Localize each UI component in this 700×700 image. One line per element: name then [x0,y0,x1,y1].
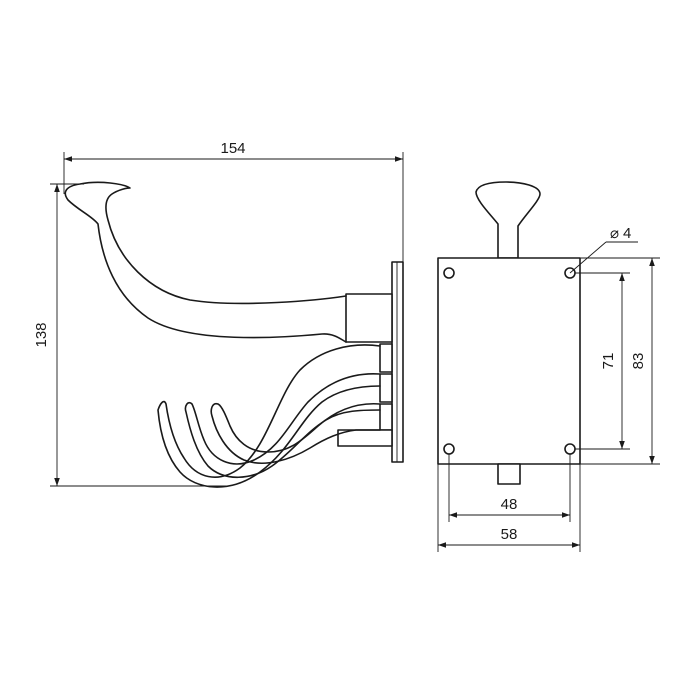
swing-hook-inner [210,402,381,464]
diameter-symbol: ⌀ [610,225,619,242]
dim-label-d4: 4 [623,225,631,242]
swing-hook-outer [157,344,381,488]
dim-label-83: 83 [630,353,647,370]
dim-leader-d4 [569,241,607,274]
swing-hook-middle [184,373,381,478]
arm-block-3 [379,403,393,431]
side-view: 154 138 [33,140,404,488]
dim-label-71: 71 [600,353,617,370]
front-view: ⌀ 4 71 83 48 58 [437,181,660,552]
screw-hole-bottom-right [564,443,576,455]
arm-block-2 [379,373,393,403]
screw-hole-bottom-left [443,443,455,455]
wall-plate-side [391,261,404,463]
screw-hole-top-left [443,267,455,279]
bottom-tab [497,463,521,485]
dim-label-58: 58 [501,526,518,543]
dim-label-138: 138 [33,322,50,347]
front-hook-head [475,181,541,259]
arm-block-1 [379,343,393,373]
dim-label-48: 48 [501,496,518,513]
dim-label-154: 154 [220,140,245,157]
mount-block [345,293,393,343]
main-hook-arm [64,181,347,343]
front-plate [437,257,581,465]
